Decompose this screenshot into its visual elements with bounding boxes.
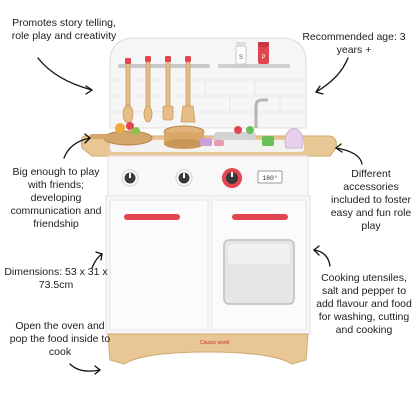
utensil-rail: [118, 64, 210, 68]
callout-age: Recommended age: 3 years +: [302, 31, 406, 56]
arrow-oven: [69, 363, 101, 372]
callout-accessories: Different accessories included to foster…: [330, 168, 412, 232]
callout-dimensions: Dimensions: 53 x 31 x 73.5cm: [4, 266, 108, 291]
callout-creativity: Promotes story telling, role play and cr…: [11, 17, 117, 42]
utensil-hooks: [125, 56, 191, 64]
callout-play-with-friends: Big enough to play with friends; develop…: [10, 166, 102, 230]
oven-timer-knob: [222, 168, 242, 188]
arrow-mid-left: [63, 137, 91, 159]
sink: [214, 132, 256, 140]
pepper-label: P: [261, 55, 265, 61]
left-cabinet-door: [109, 199, 209, 331]
knob-left: [121, 169, 139, 187]
callout-oven: Open the oven and pop the food inside to…: [9, 320, 111, 358]
oven-display-text: 180°: [262, 174, 278, 182]
salt-label: S: [239, 55, 243, 61]
oven-door-handle: [232, 214, 288, 220]
spice-shelf: [218, 64, 290, 68]
callout-arrows: [37, 57, 363, 375]
left-door-handle: [124, 214, 180, 220]
arrow-top-left: [37, 57, 93, 91]
oven-display: [257, 170, 283, 184]
wooden-base: [107, 333, 309, 365]
callout-cooking-utensils: Cooking utensiles, salt and pepper to ad…: [316, 272, 412, 336]
oven-window-glare: [228, 244, 290, 264]
frying-pan: [90, 122, 153, 146]
arrow-top-right: [315, 57, 349, 93]
arrow-mid-right: [335, 147, 363, 165]
cooking-pot: [163, 125, 205, 149]
backsplash-panel: [109, 37, 307, 129]
pepper-shaker: P: [258, 42, 269, 64]
knob-middle: [175, 169, 193, 187]
toy-food: [200, 126, 304, 149]
brand-logo: Classic world: [200, 340, 230, 346]
salt-shaker: S: [235, 42, 247, 65]
faucet: [254, 98, 268, 128]
arrow-dimensions: [91, 253, 103, 269]
arrow-cooking: [313, 249, 331, 267]
